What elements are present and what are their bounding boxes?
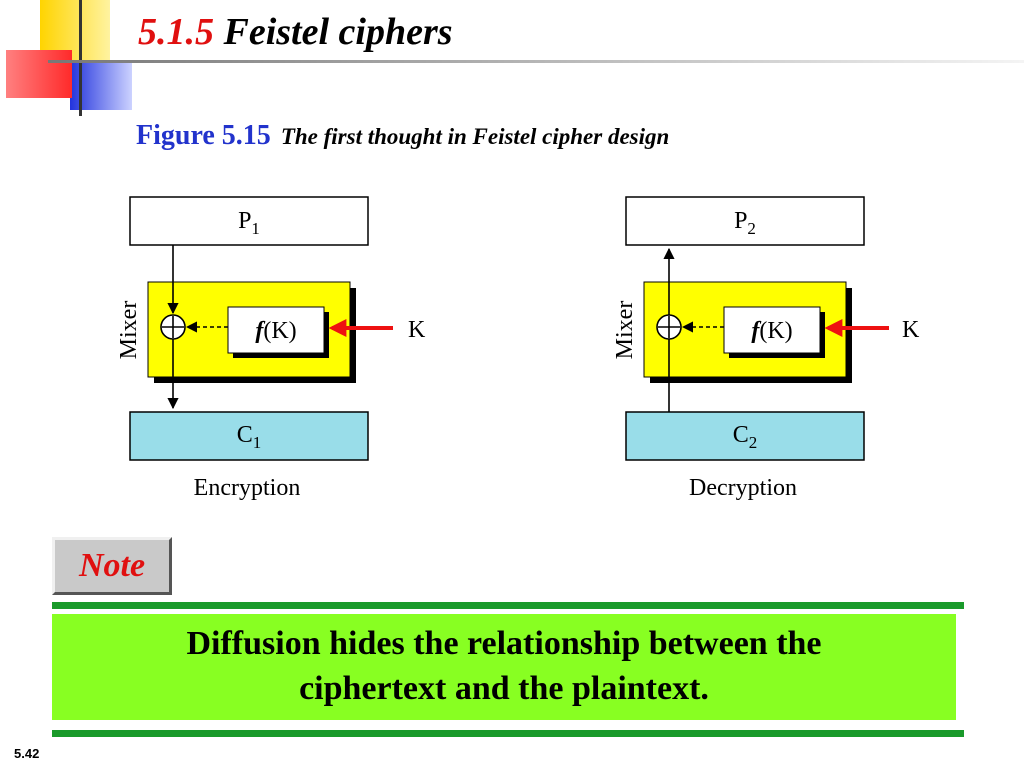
ciphertext-box-2 (625, 411, 865, 461)
encryption-caption: Encryption (194, 475, 301, 501)
slide-title: 5.1.5 Feistel ciphers (138, 10, 453, 54)
note-box: Diffusion hides the relationship between… (52, 614, 956, 720)
ciphertext-label-1: C1 (237, 422, 262, 452)
plaintext-box-2 (625, 196, 865, 246)
function-box-1 (227, 306, 325, 354)
ciphertext-box-1 (129, 411, 369, 461)
encryption-diagram: P1 Mixer f(K) K C1 Encryption (116, 196, 426, 501)
key-label-2: K (902, 317, 920, 343)
decryption-diagram: P2 Mixer f(K) K C2 Decryption (612, 196, 920, 501)
slide-number: 5.42 (14, 746, 40, 761)
note-tab-label: Note (78, 547, 146, 584)
section-title: Feistel ciphers (223, 11, 453, 53)
feistel-diagram: P1 Mixer f(K) K C1 Encryption P2 Mixer f… (116, 196, 920, 501)
logo-vertical-line (79, 0, 82, 116)
function-box-2 (723, 306, 821, 354)
plaintext-box-1 (129, 196, 369, 246)
section-number: 5.1.5 (138, 11, 214, 53)
mixer-label-2: Mixer (612, 301, 638, 360)
figure-caption-text: The first thought in Feistel cipher desi… (280, 124, 670, 149)
decryption-caption: Decryption (689, 475, 797, 501)
header-rule (48, 60, 1024, 63)
mixer-label-1: Mixer (116, 301, 142, 360)
plaintext-label-2: P2 (734, 208, 756, 238)
function-label-2: f(K) (751, 318, 792, 344)
figure-label: Figure 5.15 (136, 120, 271, 151)
ciphertext-label-2: C2 (733, 422, 758, 452)
function-label-1: f(K) (255, 318, 296, 344)
figure-caption: Figure 5.15 The first thought in Feistel … (136, 120, 669, 152)
plaintext-label-1: P1 (238, 208, 260, 238)
logo-red-square (6, 50, 72, 98)
corner-decoration (6, 0, 1024, 116)
note-bottom-rule (52, 730, 964, 737)
note-text: Diffusion hides the relationship between… (186, 625, 822, 707)
note-tab: Note (52, 537, 172, 595)
key-label-1: K (408, 317, 426, 343)
note-top-rule (52, 602, 964, 609)
